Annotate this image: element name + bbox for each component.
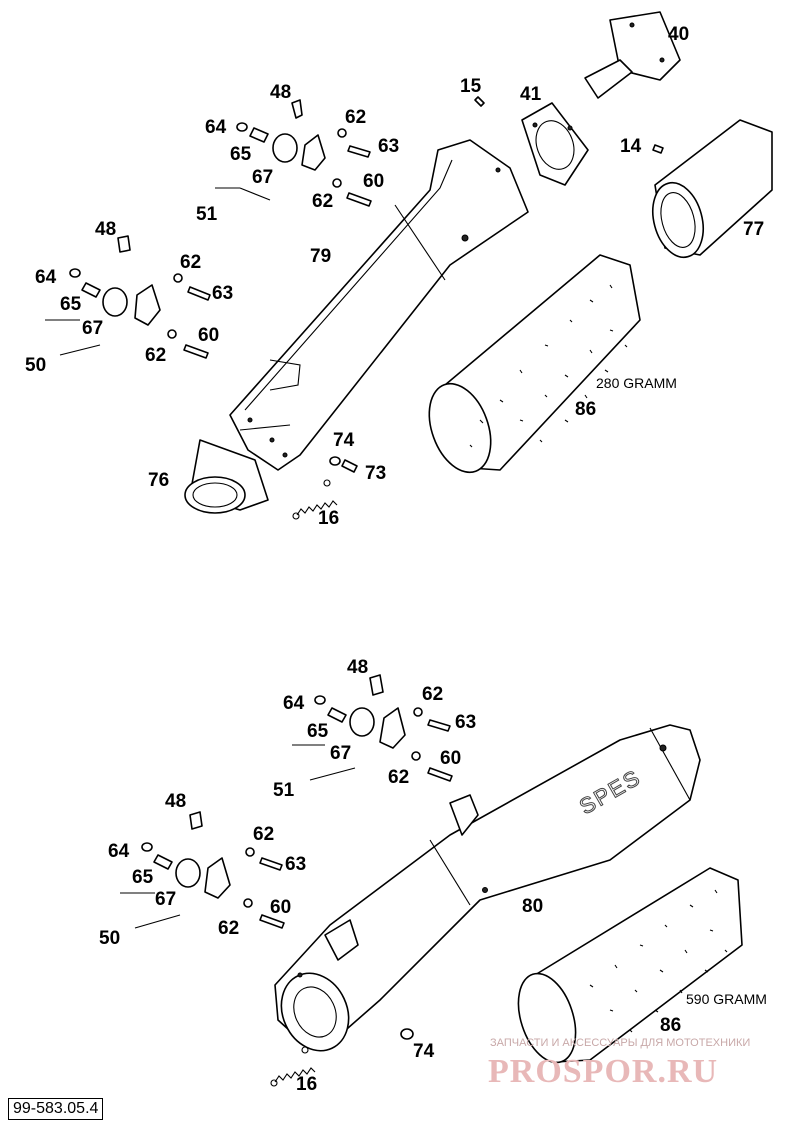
callout-16: 16 xyxy=(296,1074,317,1095)
callout-62: 62 xyxy=(422,684,443,705)
callout-48: 48 xyxy=(165,791,186,812)
callout-86: 86 xyxy=(660,1015,681,1036)
bracket-group-51-bottom xyxy=(292,674,453,782)
watermark: ЗАПЧАСТИ И АКСЕССУАРЫ ДЛЯ МОТОТЕХНИКИ PR… xyxy=(488,1037,750,1090)
watermark-site: PROSPOR.RU xyxy=(488,1053,718,1090)
weight-note-bottom: 590 GRAMM xyxy=(686,991,767,1007)
callout-48: 48 xyxy=(347,657,368,678)
callouts-top: 48 64 65 67 51 62 63 60 62 15 41 40 14 7… xyxy=(25,24,764,529)
callout-14: 14 xyxy=(620,136,642,157)
part-14-screw xyxy=(652,144,664,154)
callout-79: 79 xyxy=(310,246,331,267)
callout-60: 60 xyxy=(363,171,384,192)
callout-50: 50 xyxy=(99,928,120,949)
callout-67: 67 xyxy=(82,318,103,339)
callout-64: 64 xyxy=(35,267,57,288)
callout-67: 67 xyxy=(252,167,273,188)
part-86-packing-bottom xyxy=(517,867,743,1064)
callout-62: 62 xyxy=(253,824,274,845)
callout-51: 51 xyxy=(196,204,218,225)
callout-77: 77 xyxy=(743,219,764,240)
callout-62: 62 xyxy=(345,107,366,128)
part-41-gasket xyxy=(521,102,589,186)
callout-41: 41 xyxy=(520,84,542,105)
watermark-tagline: ЗАПЧАСТИ И АКСЕССУАРЫ ДЛЯ МОТОТЕХНИКИ xyxy=(490,1037,750,1049)
callout-16: 16 xyxy=(318,508,339,529)
callout-15: 15 xyxy=(460,76,482,97)
callout-62: 62 xyxy=(180,252,201,273)
callout-48: 48 xyxy=(270,82,291,103)
callouts-bottom: 48 64 65 67 51 62 63 60 62 48 64 65 67 5… xyxy=(99,657,767,1095)
callout-67: 67 xyxy=(330,743,351,764)
part-86-packing-top xyxy=(428,254,641,474)
bracket-group-50-top xyxy=(45,235,211,359)
part-73-74-bolt xyxy=(329,456,358,473)
reference-code: 99-583.05.4 xyxy=(8,1098,104,1120)
callout-64: 64 xyxy=(108,841,130,862)
callout-62: 62 xyxy=(312,191,333,212)
callout-80: 80 xyxy=(522,896,543,917)
callout-62: 62 xyxy=(388,767,409,788)
callout-65: 65 xyxy=(230,144,252,165)
callout-48: 48 xyxy=(95,219,116,240)
callout-60: 60 xyxy=(198,325,219,346)
callout-50: 50 xyxy=(25,355,46,376)
callout-60: 60 xyxy=(440,748,461,769)
callout-63: 63 xyxy=(378,136,399,157)
callout-74: 74 xyxy=(413,1041,435,1062)
part-76-inlet-flange xyxy=(184,439,269,514)
part-15-screw xyxy=(474,96,485,107)
weight-note-top: 280 GRAMM xyxy=(596,375,677,391)
callout-62: 62 xyxy=(218,918,239,939)
part-79-silencer-body xyxy=(229,139,529,471)
part-40-end-cap xyxy=(584,11,681,99)
callout-64: 64 xyxy=(205,117,227,138)
callout-64: 64 xyxy=(283,693,305,714)
callout-65: 65 xyxy=(132,867,154,888)
bracket-group-50-bottom xyxy=(120,811,285,929)
callout-40: 40 xyxy=(668,24,689,45)
part-16-spring-bottom xyxy=(270,1046,316,1087)
part-16-spring xyxy=(292,479,338,520)
callout-63: 63 xyxy=(285,854,306,875)
callout-76: 76 xyxy=(148,470,169,491)
callout-63: 63 xyxy=(212,283,233,304)
callout-60: 60 xyxy=(270,897,291,918)
part-74-washer-bottom xyxy=(400,1028,414,1040)
callout-65: 65 xyxy=(307,721,329,742)
callout-67: 67 xyxy=(155,889,176,910)
callout-73: 73 xyxy=(365,463,386,484)
callout-51: 51 xyxy=(273,780,295,801)
part-77-rear-sleeve xyxy=(652,119,773,259)
callout-65: 65 xyxy=(60,294,82,315)
part-80-silencer: SPES xyxy=(274,724,701,1052)
callout-74: 74 xyxy=(333,430,355,451)
callout-86: 86 xyxy=(575,399,596,420)
callout-63: 63 xyxy=(455,712,476,733)
callout-62: 62 xyxy=(145,345,166,366)
bracket-group-51-top xyxy=(215,99,372,207)
